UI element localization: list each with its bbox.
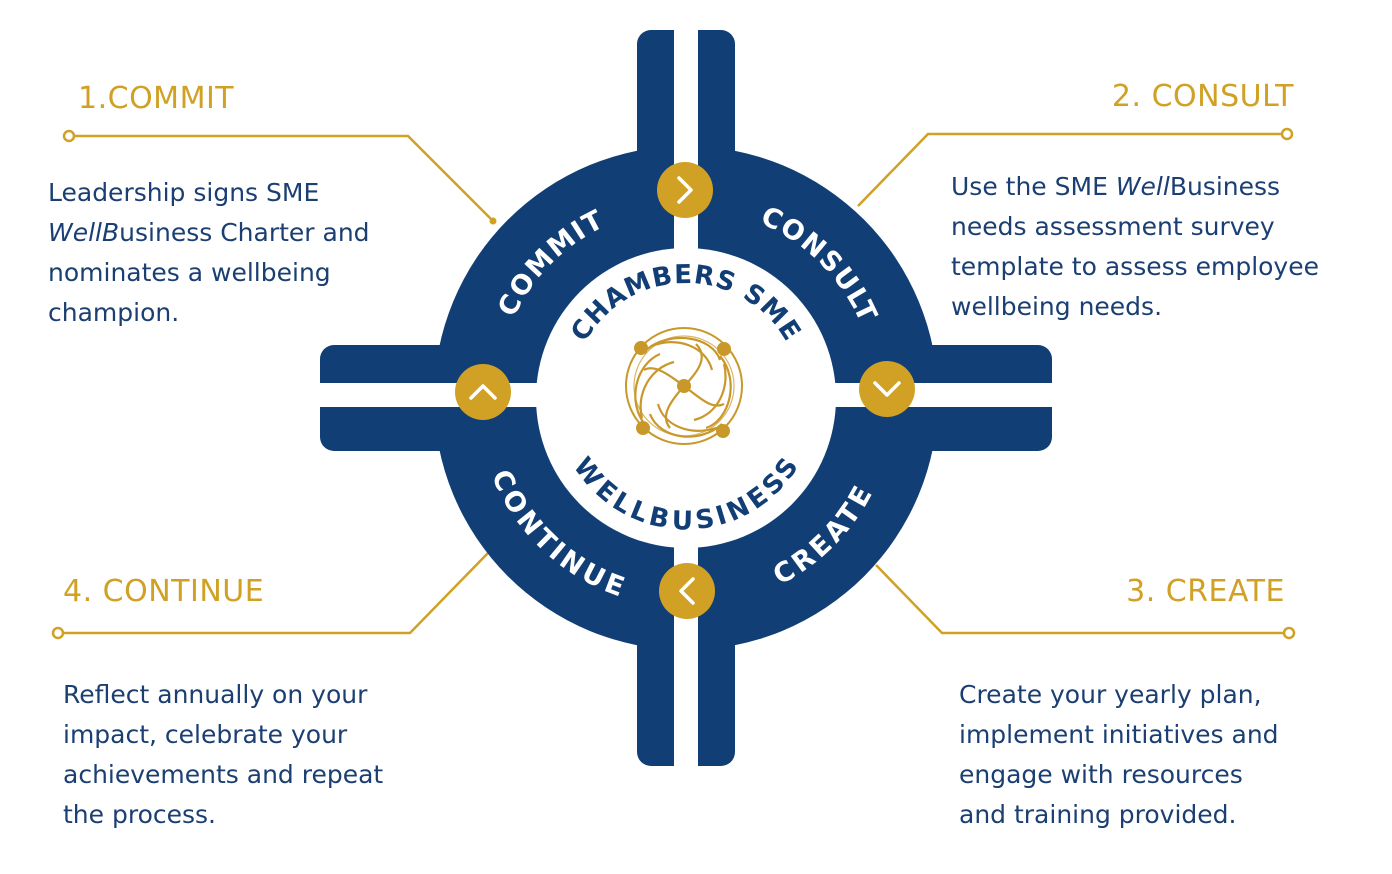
arrow-down-icon [859,361,915,417]
text-fragment: the process. [63,800,216,829]
description-line: impact, celebrate your [63,715,383,755]
description-line: engage with resources [959,755,1279,795]
step-title-consult: 2. CONSULT [1111,79,1294,114]
description-line: Leadership signs SME [48,173,370,213]
text-fragment: Reflect annually on your [63,680,368,709]
description-line: achievements and repeat [63,755,383,795]
description-line: nominates a wellbeing [48,253,370,293]
description-line: wellbeing needs. [951,287,1319,327]
description-line: needs assessment survey [951,207,1319,247]
text-fragment: Leadership signs SME [48,178,320,207]
italic-fragment: Well [1115,172,1170,201]
arrow-left-icon [659,563,715,619]
text-fragment: champion. [48,298,180,327]
step-description-continue: Reflect annually on your impact, celebrat… [63,675,383,835]
text-fragment: nominates a wellbeing [48,258,331,287]
text-fragment: usiness Charter and [119,218,370,247]
text-fragment: wellbeing needs. [951,292,1163,321]
arrow-up-icon [455,364,511,420]
connector-consult [857,127,1294,207]
step-description-commit: Leadership signs SME WellBusiness Charter… [48,173,370,333]
text-fragment: achievements and repeat [63,760,384,789]
step-description-consult: Use the SME WellBusiness needs assessment… [951,167,1319,327]
text-fragment: engage with resources [959,760,1243,789]
text-fragment: impact, celebrate your [63,720,348,749]
connector-commit [62,129,497,225]
wellbeing-knot-icon [625,327,743,445]
arrow-right-icon [657,162,713,218]
description-line: Create your yearly plan, [959,675,1279,715]
text-fragment: template to assess employee [951,252,1319,281]
text-fragment: and training provided. [959,800,1237,829]
step-title-continue: 4. CONTINUE [63,574,265,609]
text-fragment: needs assessment survey [951,212,1275,241]
text-fragment: implement initiatives and [959,720,1279,749]
description-line: and training provided. [959,795,1279,835]
step-title-create: 3. CREATE [1126,574,1285,609]
description-line: implement initiatives and [959,715,1279,755]
step-title-commit: 1.COMMIT [78,81,235,116]
description-line: WellBusiness Charter and [48,213,370,253]
connector-create [875,564,1296,640]
text-fragment: Use the SME [951,172,1116,201]
description-line: template to assess employee [951,247,1319,287]
description-line: Reflect annually on your [63,675,383,715]
description-line: the process. [63,795,383,835]
italic-fragment: Well [48,218,102,247]
text-fragment: Create your yearly plan, [959,680,1262,709]
text-fragment: Business [1169,172,1281,201]
step-description-create: Create your yearly plan, implement initia… [959,675,1279,835]
description-line: Use the SME WellBusiness [951,167,1319,207]
description-line: champion. [48,293,370,333]
italic-fragment: B [102,218,120,247]
connector-continue [51,552,489,640]
center-disk [536,248,836,548]
